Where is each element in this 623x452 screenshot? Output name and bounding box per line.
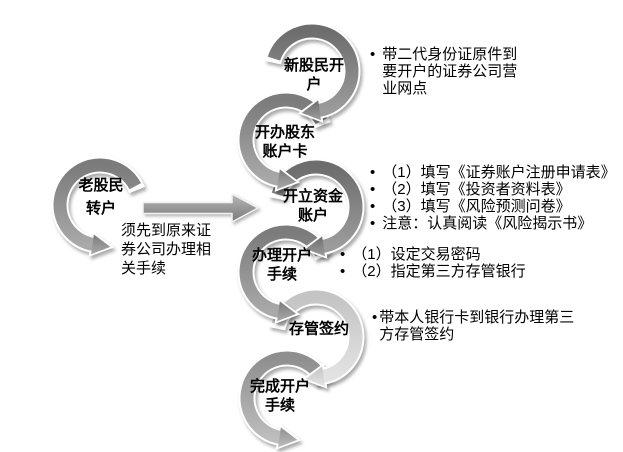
annotation-text: 带二代身份证原件到 要开户的证券公司营 业网点	[382, 46, 518, 97]
bullet-icon: •	[370, 181, 376, 198]
annotation-text: （3）填写《风险预测问卷》	[382, 198, 571, 215]
circular-arrow-account-opening-procedures	[237, 223, 331, 324]
annotation-item: • （1）填写《证券账户注册申请表》	[370, 164, 616, 181]
circular-arrow-old-investor-transfer	[51, 156, 145, 257]
step-label-account-opening-procedures: 办理开户 手续	[251, 247, 313, 283]
bullet-icon: •	[370, 198, 376, 215]
circular-arrow-account-opening-complete	[238, 349, 332, 450]
annotation-group-4: •带本人银行卡到银行办理第三 方存管签约	[372, 309, 574, 343]
annotation-item: • （2）指定第三方存管银行	[340, 263, 526, 280]
annotation-text: （1）设定交易密码	[352, 246, 481, 263]
bullet-icon: •	[370, 46, 376, 63]
annotation-text: 带本人银行卡到银行办理第三 方存管签约	[379, 309, 575, 343]
annotation-item: • 带二代身份证原件到 要开户的证券公司营 业网点	[370, 46, 517, 97]
bullet-icon: •	[370, 164, 376, 181]
step-label-new-investor-account-opening: 新股民开 户	[283, 57, 345, 93]
step-label-capital-account-opening: 开立资金 账户	[282, 188, 344, 224]
annotation-text: （2）指定第三方存管银行	[352, 263, 526, 280]
bullet-icon: •	[370, 215, 376, 232]
transfer-flow-arrow	[142, 193, 259, 223]
annotation-item: • （3）填写《风险预测问卷》	[370, 198, 616, 215]
annotation-item: • 注意：认真阅读《风险揭示书》	[370, 215, 616, 232]
annotation-text: （1）填写《证券账户注册申请表》	[382, 164, 616, 181]
bullet-icon: •	[372, 309, 378, 326]
annotation-item: • （2）填写《投资者资料表》	[370, 181, 616, 198]
circular-arrow-new-investor-account-opening	[264, 22, 361, 123]
step-label-account-opening-complete: 完成开户 手续	[249, 378, 311, 414]
annotation-group-2: • （1）填写《证券账户注册申请表》 • （2）填写《投资者资料表》 • （3）填写《风险…	[370, 164, 616, 232]
step-label-old-investor-transfer: 老股民 转户	[78, 177, 124, 217]
annotation-group-3: • （1）设定交易密码 • （2）指定第三方存管银行	[340, 246, 526, 280]
annotation-text: （2）填写《投资者资料表》	[382, 181, 571, 198]
bullet-icon: •	[340, 263, 346, 280]
bullet-icon: •	[340, 246, 346, 263]
old-investor-note: 须先到原来证 券公司办理相 关手续	[121, 222, 212, 277]
step-label-shareholder-account-card: 开办股东 账户卡	[254, 124, 316, 160]
annotation-group-1: • 带二代身份证原件到 要开户的证券公司营 业网点	[370, 46, 517, 97]
annotation-item: • （1）设定交易密码	[340, 246, 526, 263]
annotation-item: •带本人银行卡到银行办理第三 方存管签约	[372, 309, 574, 343]
annotation-text: 注意：认真阅读《风险揭示书》	[382, 215, 593, 232]
step-label-custody-signing: 存管签约	[288, 320, 350, 338]
